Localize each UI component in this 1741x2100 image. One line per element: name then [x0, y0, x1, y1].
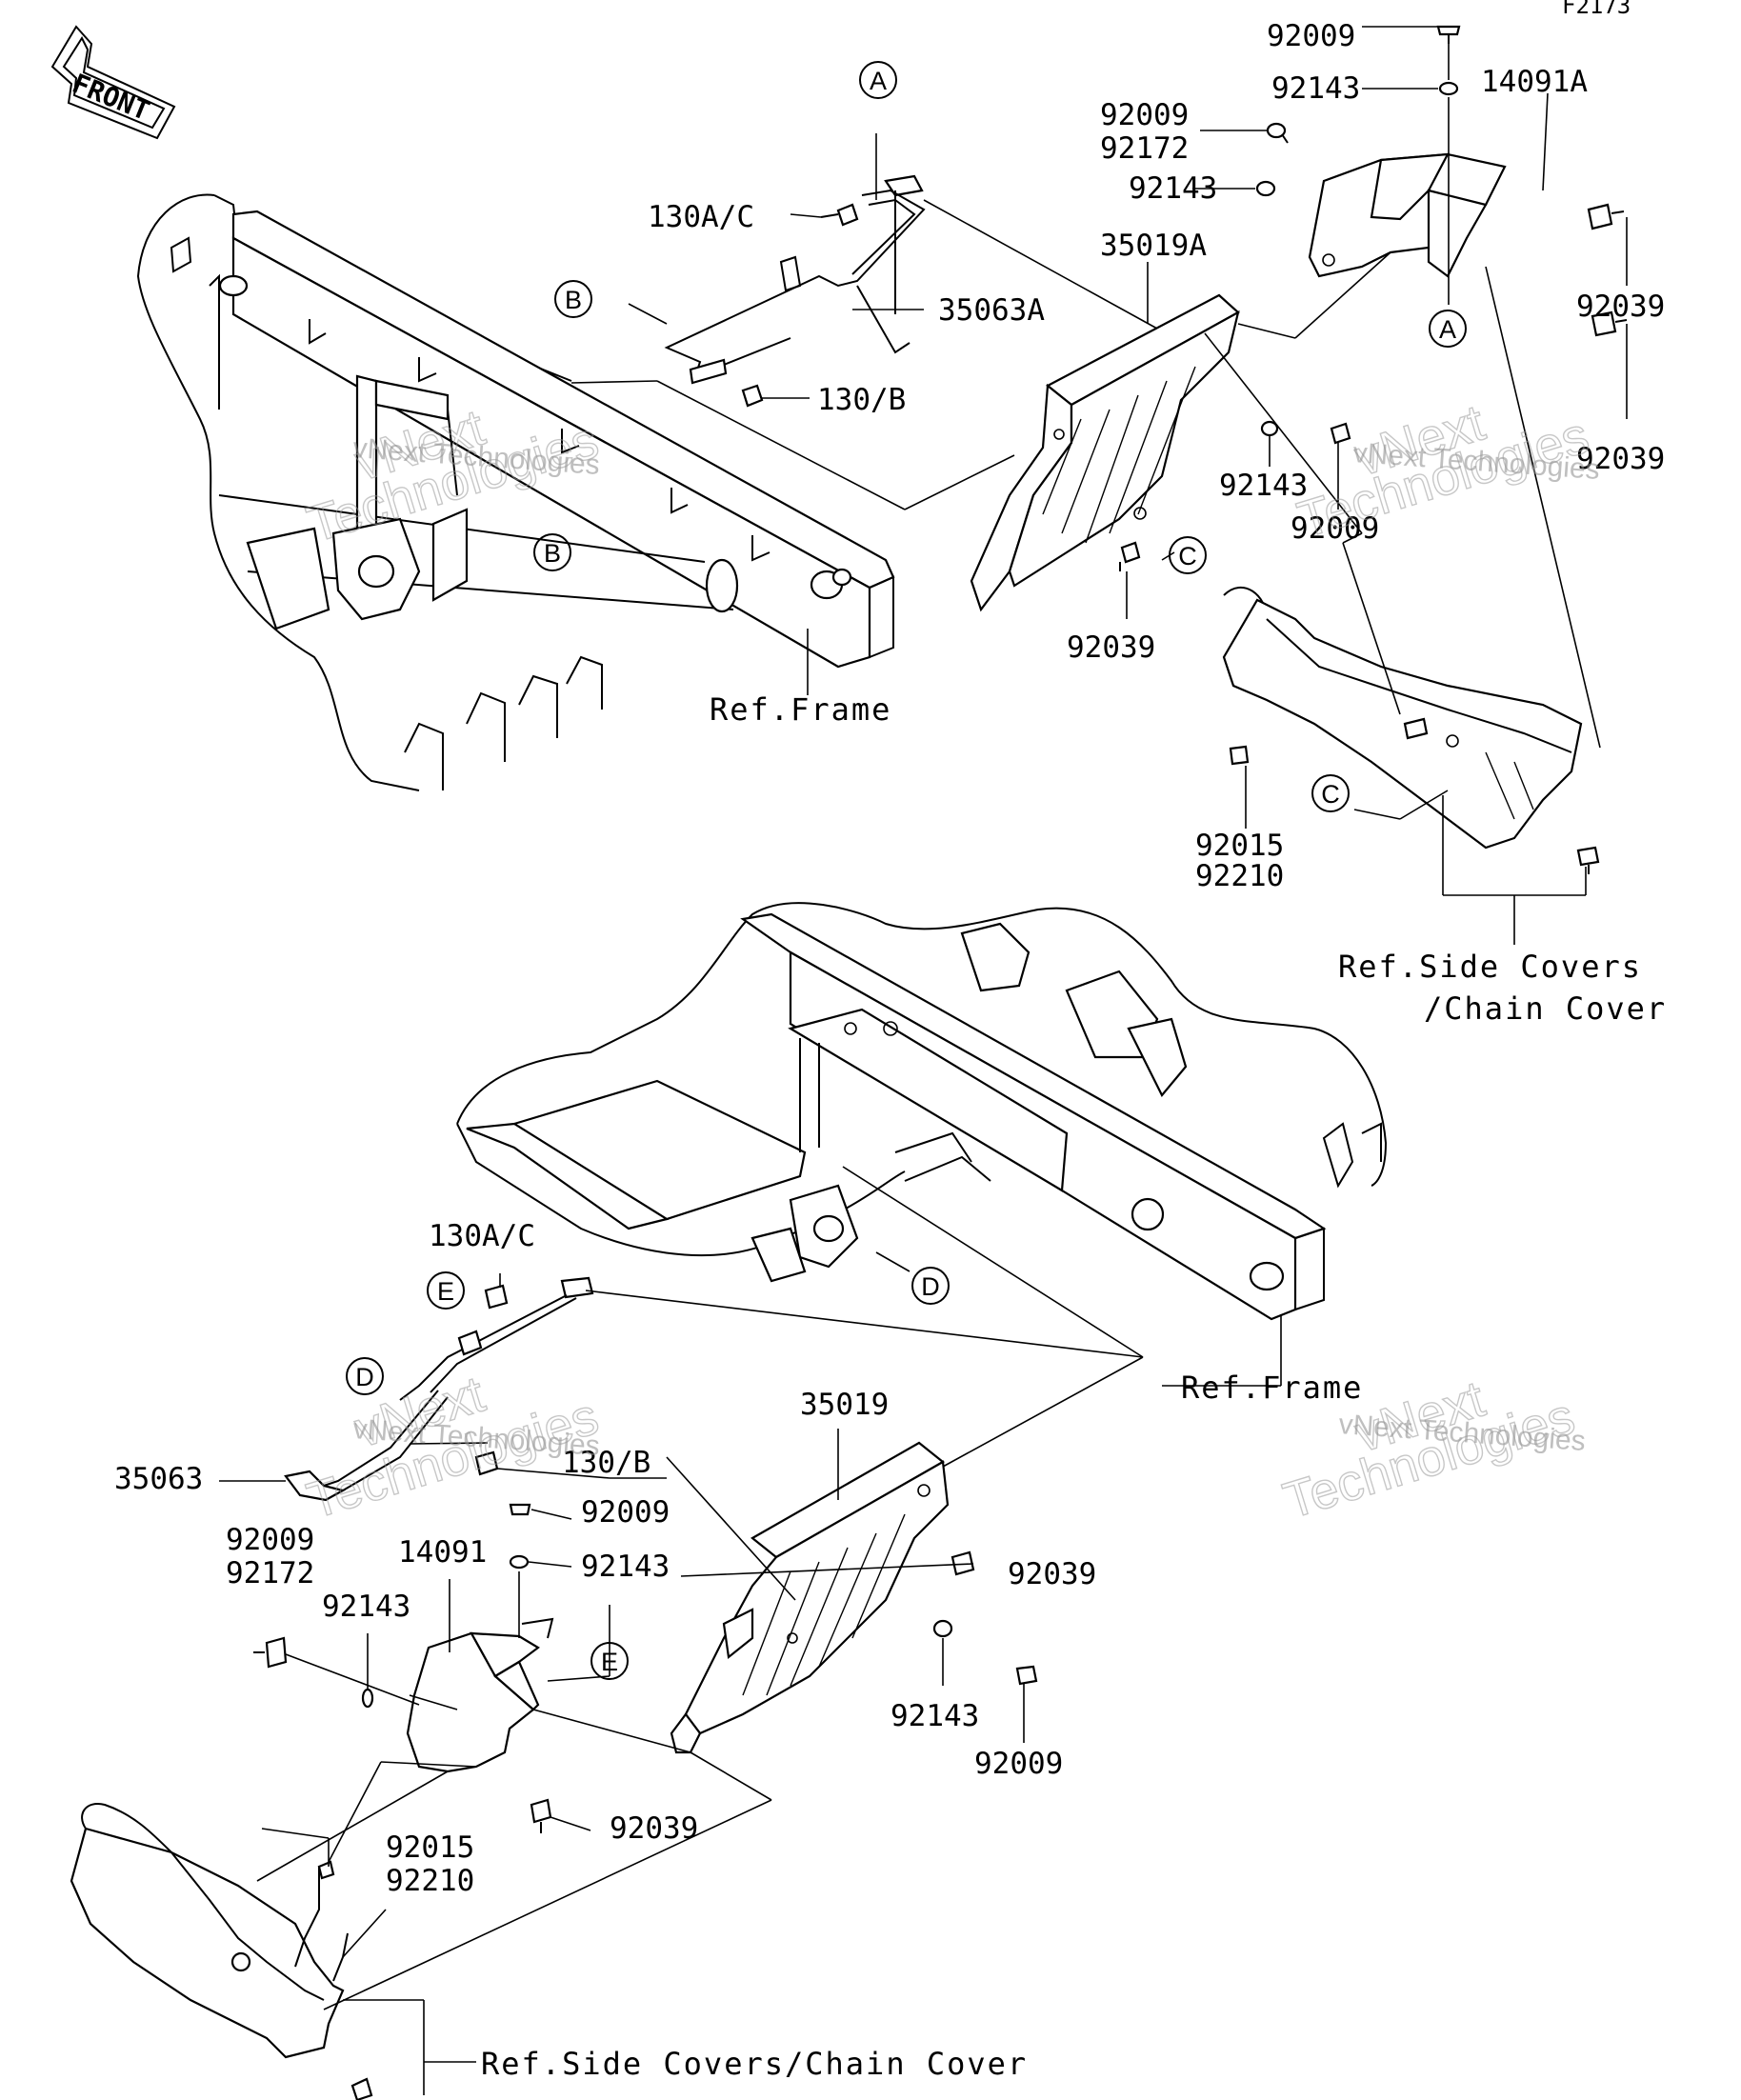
callout-b-top: B [554, 280, 592, 318]
svg-text:C: C [1321, 780, 1340, 809]
label-92039-b-bottom: 92039 [610, 1811, 698, 1846]
callout-d-frame: D [911, 1267, 950, 1305]
callout-a-top: A [859, 61, 897, 99]
figure-code: F2173 [1562, 0, 1631, 19]
label-14091a: 14091A [1481, 65, 1588, 99]
leader-lines-bottom [219, 1166, 1282, 2095]
label-130ac-top: 130A/C [648, 200, 754, 234]
stay-bracket-35063 [284, 1276, 594, 1502]
svg-text:A: A [870, 67, 887, 95]
label-92039-a: 92039 [1576, 290, 1665, 324]
frame-top-drawing [136, 193, 895, 791]
label-92143-c: 92143 [1219, 469, 1308, 503]
cover-14091 [406, 1617, 554, 1773]
side-cover-bottom [70, 1803, 349, 2059]
callout-d-bracket: D [346, 1357, 384, 1395]
label-92039-b: 92039 [1576, 442, 1665, 476]
label-35019a: 35019A [1100, 229, 1207, 263]
label-92143-b-bottom: 92143 [322, 1590, 410, 1624]
svg-text:C: C [1178, 542, 1197, 570]
label-92172-b-bottom: 92172 [226, 1556, 314, 1590]
label-92009-b: 92009 [1100, 98, 1189, 132]
label-92009-c-bottom: 92009 [974, 1747, 1063, 1781]
ref-frame-top: Ref.Frame [710, 691, 891, 728]
ref-side-covers-bottom: Ref.Side Covers/Chain Cover [481, 2046, 1028, 2082]
callout-a-right: A [1429, 310, 1467, 348]
stay-bracket-35063a [664, 174, 926, 385]
ref-side-covers-top-1: Ref.Side Covers [1338, 949, 1642, 985]
label-130ac-bottom: 130A/C [429, 1219, 535, 1253]
svg-text:E: E [601, 1648, 618, 1676]
label-92009-c: 92009 [1291, 511, 1379, 546]
label-92009-a-bottom: 92009 [581, 1495, 670, 1530]
label-35019: 35019 [800, 1388, 889, 1422]
label-92143-c-bottom: 92143 [891, 1699, 979, 1733]
label-92009-top: 92009 [1267, 19, 1355, 53]
ref-side-covers-top-2: /Chain Cover [1424, 990, 1667, 1027]
svg-text:D: D [921, 1272, 940, 1301]
label-92172-b: 92172 [1100, 131, 1189, 166]
label-130b-top: 130/B [817, 383, 906, 417]
svg-text:D: D [355, 1363, 374, 1391]
front-arrow-icon: FRONT [50, 25, 176, 140]
front-label: FRONT [68, 68, 154, 127]
watermark-bottom-left: vNext vNext Technologies Technologies [300, 1365, 605, 1530]
label-92143-a-bottom: 92143 [581, 1550, 670, 1584]
svg-text:A: A [1439, 315, 1456, 344]
side-cover-top [1222, 586, 1583, 850]
svg-text:B: B [565, 286, 582, 314]
label-92015-top: 92015 [1195, 829, 1284, 863]
frame-bottom-drawing [456, 902, 1388, 1321]
label-92009-b-bottom: 92009 [226, 1523, 314, 1557]
leader-lines-top [570, 26, 1628, 945]
label-92210-bottom: 92210 [386, 1864, 474, 1898]
callout-b-frame: B [533, 533, 571, 571]
guard-plate-35019a [970, 293, 1240, 612]
callout-c-cover: C [1311, 774, 1350, 812]
label-92143-top: 92143 [1271, 71, 1360, 106]
callout-c-plate: C [1169, 536, 1207, 574]
label-92039-a-bottom: 92039 [1008, 1557, 1096, 1591]
cover-14091a [1308, 152, 1507, 278]
fasteners-top [741, 25, 1628, 874]
guard-plate-35019 [670, 1441, 950, 1754]
svg-text:E: E [437, 1277, 454, 1306]
fasteners-bottom [253, 1284, 1038, 2100]
label-35063a: 35063A [938, 293, 1045, 328]
callout-e-cover: E [590, 1642, 629, 1680]
ref-frame-bottom: Ref.Frame [1181, 1370, 1363, 1406]
label-130b-bottom: 130/B [562, 1446, 650, 1480]
label-92015-bottom: 92015 [386, 1830, 474, 1865]
callout-e-bracket: E [427, 1271, 465, 1310]
label-92039-c: 92039 [1067, 630, 1155, 665]
label-92143-b: 92143 [1129, 171, 1217, 206]
label-35063: 35063 [114, 1462, 203, 1496]
label-92210-top: 92210 [1195, 859, 1284, 893]
svg-text:B: B [544, 539, 561, 568]
label-14091: 14091 [398, 1535, 487, 1570]
